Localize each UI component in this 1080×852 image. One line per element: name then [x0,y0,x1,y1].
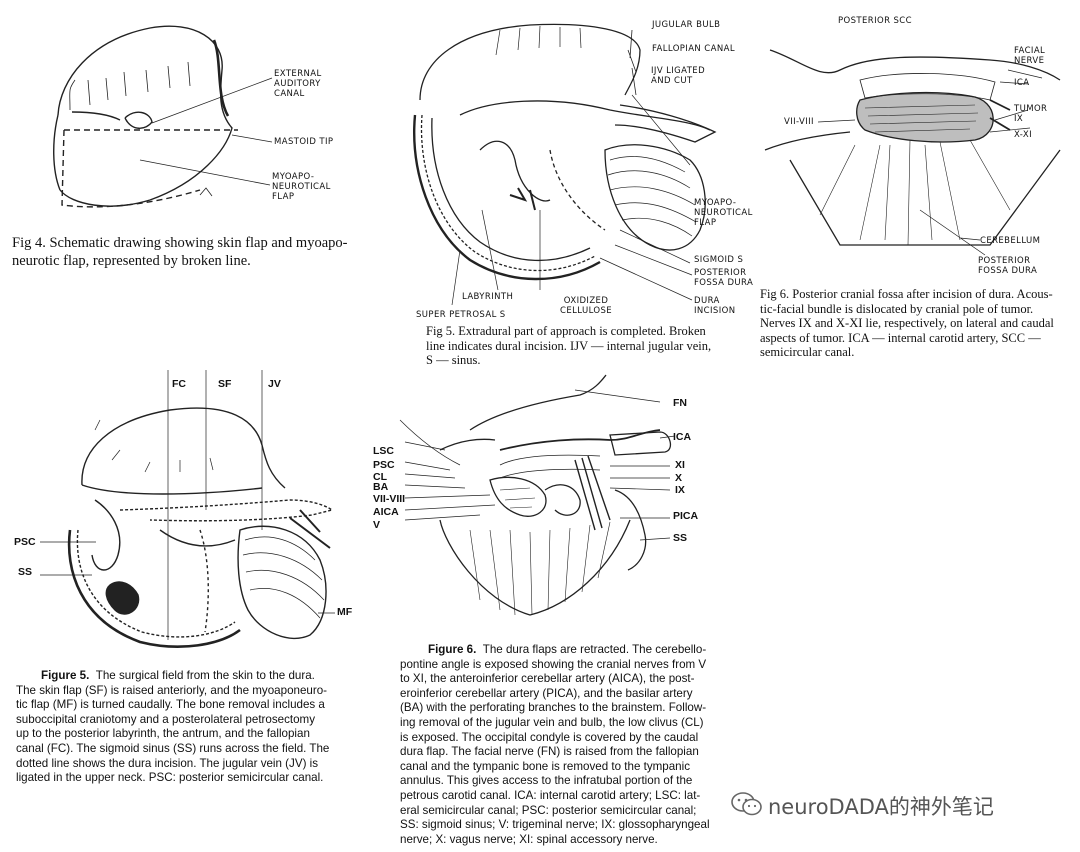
fig6-top-label-x-xi: X-XI [1014,130,1032,140]
fig6-bottom-caption-line: eral semicircular canal; PSC: posterior … [400,803,697,817]
fig6-bottom-label-aica: AICA [373,506,399,518]
fig6-bottom-caption-line: SS: sigmoid sinus; V: trigeminal nerve; … [400,818,710,832]
fig5-bottom-caption-line: The surgical field from the skin to the … [95,669,315,682]
fig5-bottom-label-sf: SF [218,378,232,390]
fig6-bottom-label-x: X [675,472,683,484]
fig5-top-label-posterior-fossa-dura: POSTERIOR FOSSA DURA [694,268,754,288]
fig5-bottom-label-fc: FC [172,378,186,390]
fig6-top-label-facial-nerve: FACIAL NERVE [1014,46,1046,66]
fig4-label-myoaponeurotical-flap: MYOAPO- NEUROTICAL FLAP [272,172,331,202]
fig6-bottom-caption-line: nerve; X: vagus nerve; XI: spinal access… [400,832,658,846]
fig4-drawing [53,25,273,208]
fig6-bottom-caption-line: canal and the tympanic bone is removed t… [400,759,691,773]
fig6-top-label-vii-viii: VII-VIII [784,117,814,127]
fig6-top-label-tumor-ix: TUMOR IX [1014,104,1048,124]
fig6-top-panel: POSTERIOR SCC FACIAL NERVE ICA TUMOR IX … [760,0,1080,370]
fig5-bottom-label-jv: JV [268,378,281,390]
fig6-bottom-label-xi: XI [675,459,685,471]
fig6-bottom-caption-line: The dura flaps are retracted. The cerebe… [482,643,707,656]
fig6-top-drawing [764,49,1061,256]
fig5-bottom-caption-line: suboccipital craniotomy and a posterolat… [16,712,316,726]
fig6-top-label-posterior-scc: POSTERIOR SCC [838,16,912,26]
fig6-bottom-caption-line: eroinferior cerebellar artery (PICA), an… [400,686,693,700]
fig4-label-external-auditory-canal: EXTERNAL AUDITORY CANAL [274,69,322,99]
fig4-panel: EXTERNAL AUDITORY CANAL MASTOID TIP MYOA… [0,0,400,290]
fig5-bottom-caption-line: ligated in the upper neck. PSC: posterio… [16,771,324,785]
fig5-bottom-caption-title: Figure 5. [41,669,90,682]
fig6-bottom-caption-title: Figure 6. [428,643,477,656]
fig6-top-caption: Fig 6. Posterior cranial fossa after inc… [760,287,1054,359]
fig5-bottom-caption: Figure 5. The surgical field from the sk… [16,669,368,786]
fig4-caption: Fig 4. Schematic drawing showing skin fl… [12,235,348,269]
fig5-bottom-caption-line: dotted line shows the dura incision. The… [16,756,319,770]
fig5-bottom-caption-line: The skin flap (SF) is raised anteriorly,… [16,683,328,697]
fig5-top-label-myoaponeurotical-flap: MYOAPO- NEUROTICAL FLAP [694,198,753,228]
fig6-top-label-cerebellum: CEREBELLUM [980,236,1041,246]
fig5-top-label-oxidized-cellulose: OXIDIZED CELLULOSE [560,296,613,316]
fig6-bottom-label-pica: PICA [673,510,699,522]
fig6-bottom-label-lsc: LSC [373,445,394,457]
fig6-bottom-caption-line: to XI, the anteroinferior cerebellar art… [400,672,695,686]
fig6-bottom-label-psc: PSC [373,459,395,471]
fig5-top-label-super-petrosal-s: SUPER PETROSAL S [416,310,506,320]
fig5-bottom-caption-line: canal (FC). The sigmoid sinus (SS) runs … [16,741,330,755]
fig5-top-label-fallopian-canal: FALLOPIAN CANAL [652,44,735,54]
fig6-bottom-caption-line: annulus. This gives access to the infrat… [400,774,693,788]
fig6-bottom-caption-line: is exposed. The occipital condyle is cov… [400,730,699,744]
fig6-bottom-caption-line: petrous carotid canal. ICA: internal car… [400,788,701,802]
fig6-bottom-label-v: V [373,519,381,531]
fig5-bottom-drawing [40,370,335,648]
fig6-bottom-label-ix: IX [675,484,685,496]
fig5-bottom-panel: FC SF JV PSC SS MF Figure 5. The surgica… [0,370,370,852]
fig6-bottom-caption-line: pontine angle is exposed showing the cra… [400,657,707,671]
fig6-bottom-caption-line: (BA) with the perforating branches to th… [400,701,707,715]
fig5-bottom-caption-line: up to the posterior labyrinth, the antru… [16,727,310,741]
fig5-bottom-label-ss: SS [18,566,33,578]
fig6-bottom-caption-line: ing removal of the jugular vein and bulb… [400,715,704,729]
fig5-top-caption: Fig 5. Extradural part of approach is co… [426,324,712,367]
fig6-bottom-caption-line: dura flap. The facial nerve (FN) is rais… [400,745,699,759]
fig6-bottom-label-ss: SS [673,532,688,544]
fig5-top-label-labyrinth: LABYRINTH [462,292,514,302]
fig6-bottom-label-cl: CL [373,471,387,483]
fig5-top-drawing [413,23,717,306]
fig6-bottom-label-ica: ICA [673,431,692,443]
fig4-label-mastoid-tip: MASTOID TIP [274,137,334,147]
fig5-top-label-ijv-ligated: IJV LIGATED AND CUT [651,66,706,86]
fig6-bottom-caption: Figure 6. The dura flaps are retracted. … [400,643,720,847]
fig5-top-panel: JUGULAR BULB FALLOPIAN CANAL IJV LIGATED… [400,0,760,370]
wechat-icon [731,792,762,816]
fig5-bottom-label-psc: PSC [14,536,36,548]
fig5-top-label-sigmoid-s: SIGMOID S [694,255,744,265]
fig6-bottom-drawing [399,374,676,616]
fig6-top-label-posterior-fossa-dura: POSTERIOR FOSSA DURA [978,256,1038,276]
fig5-top-label-jugular-bulb: JUGULAR BULB [652,20,721,30]
fig6-bottom-label-vii-viii: VII-VIII [373,493,406,505]
fig6-bottom-panel: FN ICA LSC PSC CL BA VII-VIII AICA V XI … [370,370,1080,852]
fig5-bottom-label-mf: MF [337,606,353,618]
fig6-bottom-label-fn: FN [673,397,687,409]
watermark-text: neuroDADA的神外笔记 [768,795,994,819]
fig5-bottom-caption-line: tic flap (MF) is turned caudally. The bo… [16,698,325,712]
fig5-top-label-dura-incision: DURA INCISION [694,296,736,316]
fig6-bottom-label-ba: BA [373,481,389,493]
fig6-top-label-ica: ICA [1014,78,1030,88]
